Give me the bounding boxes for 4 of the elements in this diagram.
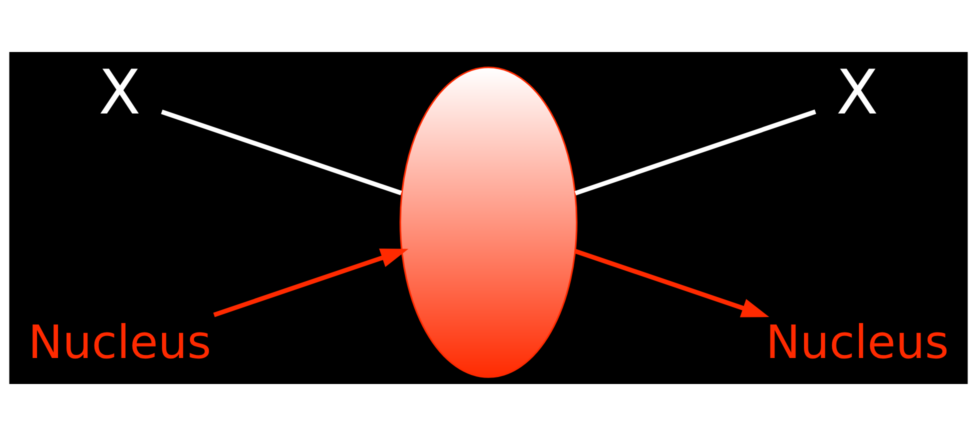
node-text: Nucleus: [28, 314, 212, 368]
node-text: X: [836, 56, 878, 128]
node-text: X: [98, 56, 141, 128]
node-text: Nucleus: [766, 314, 949, 368]
